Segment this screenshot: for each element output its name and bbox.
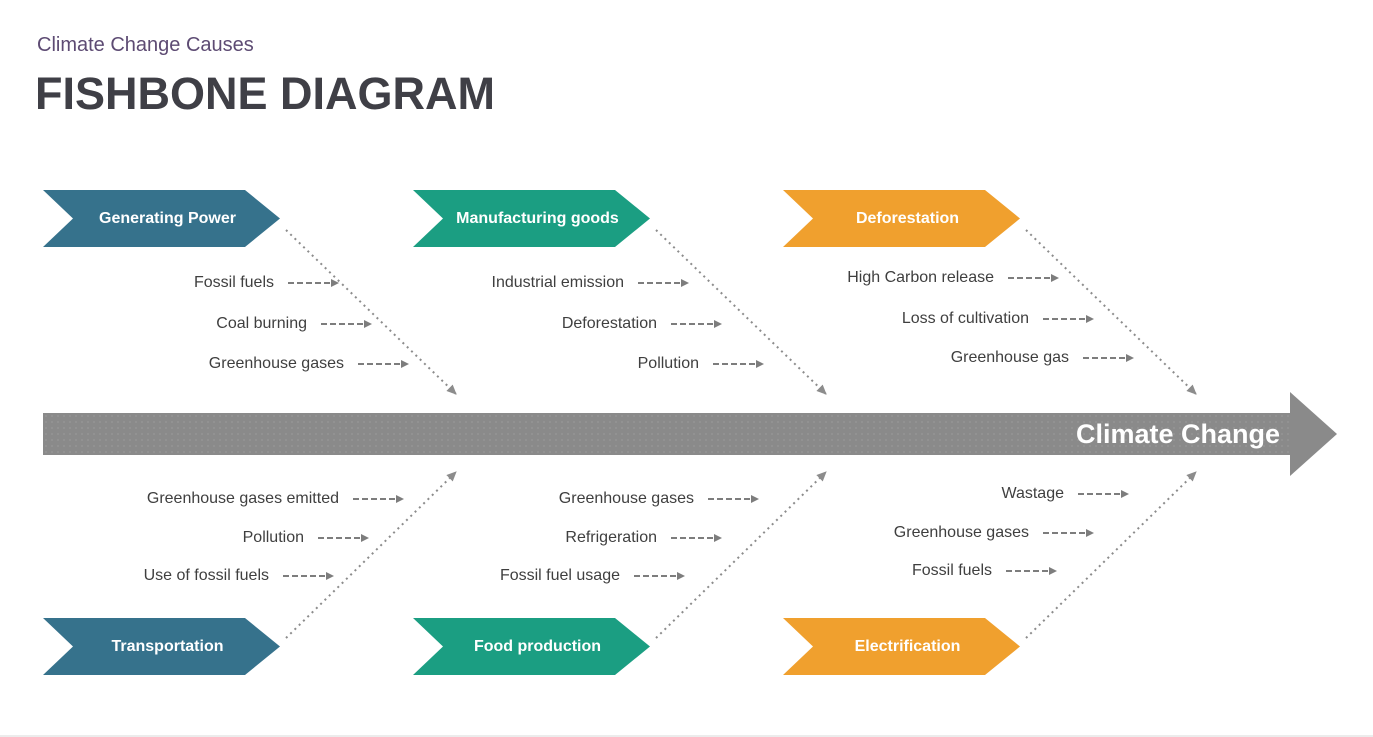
dashed-arrow-icon (634, 572, 685, 580)
category-label: Manufacturing goods (456, 209, 619, 227)
cause-label: Coal burning (216, 315, 307, 332)
cause-row: Pollution (637, 354, 764, 374)
connector-food-production (655, 471, 827, 639)
dashed-arrow-icon (358, 360, 409, 368)
cause-label: Use of fossil fuels (143, 567, 269, 584)
spine-arrow: Climate Change (43, 413, 1290, 455)
dashed-arrow-icon (353, 495, 404, 503)
spine-label: Climate Change (1075, 418, 1280, 449)
category-deforestation: Deforestation (783, 190, 1020, 247)
dashed-arrow-icon (1043, 529, 1094, 537)
dashed-arrow-icon (638, 279, 689, 287)
cause-row: Industrial emission (491, 273, 689, 293)
dashed-arrow-icon (1008, 274, 1059, 282)
category-generating-power: Generating Power (43, 190, 280, 247)
cause-label: Fossil fuels (193, 274, 274, 291)
category-label: Food production (473, 637, 602, 655)
cause-row: High Carbon release (847, 268, 1059, 288)
cause-row: Greenhouse gases (208, 354, 409, 374)
category-label: Transportation (111, 637, 224, 655)
connector-electrification (1025, 471, 1197, 639)
cause-row: Deforestation (561, 314, 722, 334)
cause-label: High Carbon release (847, 269, 994, 286)
dashed-arrow-icon (1078, 490, 1129, 498)
cause-row: Greenhouse gases emitted (146, 489, 404, 509)
category-transportation: Transportation (43, 618, 280, 675)
dashed-arrow-icon (1006, 567, 1057, 575)
cause-row: Loss of cultivation (901, 309, 1094, 329)
cause-label: Pollution (242, 529, 304, 546)
cause-label: Pollution (637, 355, 699, 372)
cause-row: Refrigeration (565, 528, 722, 548)
spine-arrowhead-icon (1290, 392, 1337, 476)
dashed-arrow-icon (288, 279, 339, 287)
cause-row: Pollution (242, 528, 369, 548)
cause-label: Greenhouse gas (950, 349, 1069, 366)
cause-row: Fossil fuel usage (499, 566, 685, 586)
cause-row: Greenhouse gases (893, 523, 1094, 543)
dashed-arrow-icon (283, 572, 334, 580)
category-label: Generating Power (99, 209, 236, 227)
category-label: Deforestation (855, 209, 960, 227)
cause-row: Greenhouse gases (558, 489, 759, 509)
category-label: Electrification (854, 637, 961, 655)
dashed-arrow-icon (713, 360, 764, 368)
diagram-subtitle: Climate Change Causes (37, 34, 254, 56)
category-food-production: Food production (413, 618, 650, 675)
cause-label: Greenhouse gases emitted (146, 490, 339, 507)
dashed-arrow-icon (321, 320, 372, 328)
dashed-arrow-icon (1043, 315, 1094, 323)
cause-row: Wastage (1001, 484, 1129, 504)
cause-label: Refrigeration (565, 529, 657, 546)
dashed-arrow-icon (671, 534, 722, 542)
cause-row: Use of fossil fuels (143, 566, 334, 586)
dashed-arrow-icon (318, 534, 369, 542)
cause-row: Fossil fuels (193, 273, 339, 293)
category-manufacturing-goods: Manufacturing goods (413, 190, 650, 247)
dashed-arrow-icon (1083, 354, 1134, 362)
cause-row: Coal burning (216, 314, 372, 334)
cause-label: Fossil fuel usage (499, 567, 620, 584)
cause-label: Greenhouse gases (208, 355, 344, 372)
cause-label: Loss of cultivation (901, 310, 1029, 327)
cause-label: Greenhouse gases (893, 524, 1029, 541)
page-title: FISHBONE DIAGRAM (35, 68, 495, 119)
cause-row: Greenhouse gas (950, 348, 1134, 368)
cause-label: Greenhouse gases (558, 490, 694, 507)
dashed-arrow-icon (708, 495, 759, 503)
category-electrification: Electrification (783, 618, 1020, 675)
cause-label: Industrial emission (491, 274, 625, 291)
cause-label: Deforestation (561, 315, 657, 332)
connector-transportation (285, 471, 457, 639)
cause-row: Fossil fuels (911, 561, 1057, 581)
dashed-arrow-icon (671, 320, 722, 328)
cause-label: Wastage (1001, 485, 1064, 502)
cause-label: Fossil fuels (911, 562, 992, 579)
